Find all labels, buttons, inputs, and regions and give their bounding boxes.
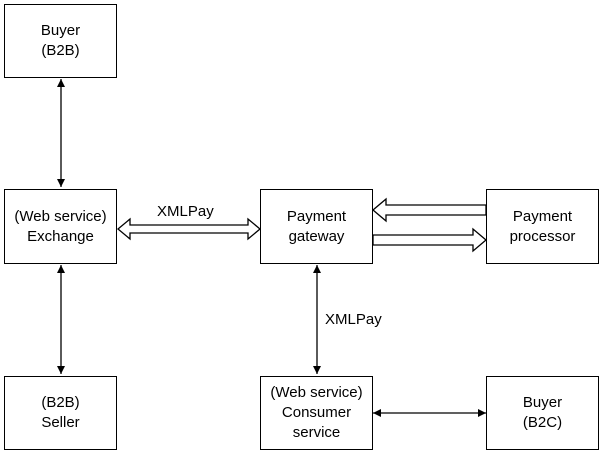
exchange-gateway-hollow-arrow <box>116 217 262 241</box>
consumer-service-line3: service <box>292 424 341 441</box>
payment-processor-line2: processor <box>509 227 576 245</box>
consumer-service-line2: Consumer <box>281 404 352 421</box>
buyer-b2c-line1: Buyer <box>522 394 563 411</box>
gateway-to-processor-hollow-arrow <box>372 227 488 253</box>
buyer-b2b-box: Buyer (B2B) <box>4 4 117 78</box>
seller-b2b-box: (B2B) Seller <box>4 376 117 450</box>
payment-gateway-line1: Payment <box>286 207 347 225</box>
consumer-service-box: (Web service) Consumer service <box>260 376 373 450</box>
payment-processor-box: Payment processor <box>486 189 599 264</box>
exchange-gateway-label: XMLPay <box>157 203 214 220</box>
seller-b2b-line2: Seller <box>41 414 80 431</box>
consumer-service-line1: (Web service) <box>270 384 363 401</box>
exchange-box: (Web service) Exchange <box>4 189 117 264</box>
gateway-consumer-label: XMLPay <box>325 311 382 328</box>
seller-b2b-line1: (B2B) <box>41 394 80 411</box>
payment-gateway-box: Payment gateway <box>260 189 373 264</box>
payment-processor-line1: Payment <box>512 207 573 225</box>
buyer-b2c-box: Buyer (B2C) <box>486 376 599 450</box>
exchange-line2: Exchange <box>27 227 94 245</box>
buyer-b2b-line2: (B2B) <box>41 42 80 59</box>
buyer-b2b-line1: Buyer <box>40 22 81 39</box>
processor-to-gateway-hollow-arrow <box>371 197 487 223</box>
exchange-line1: (Web service) <box>14 207 107 225</box>
payment-gateway-line2: gateway <box>288 227 345 245</box>
buyer-b2c-line2: (B2C) <box>522 414 563 431</box>
